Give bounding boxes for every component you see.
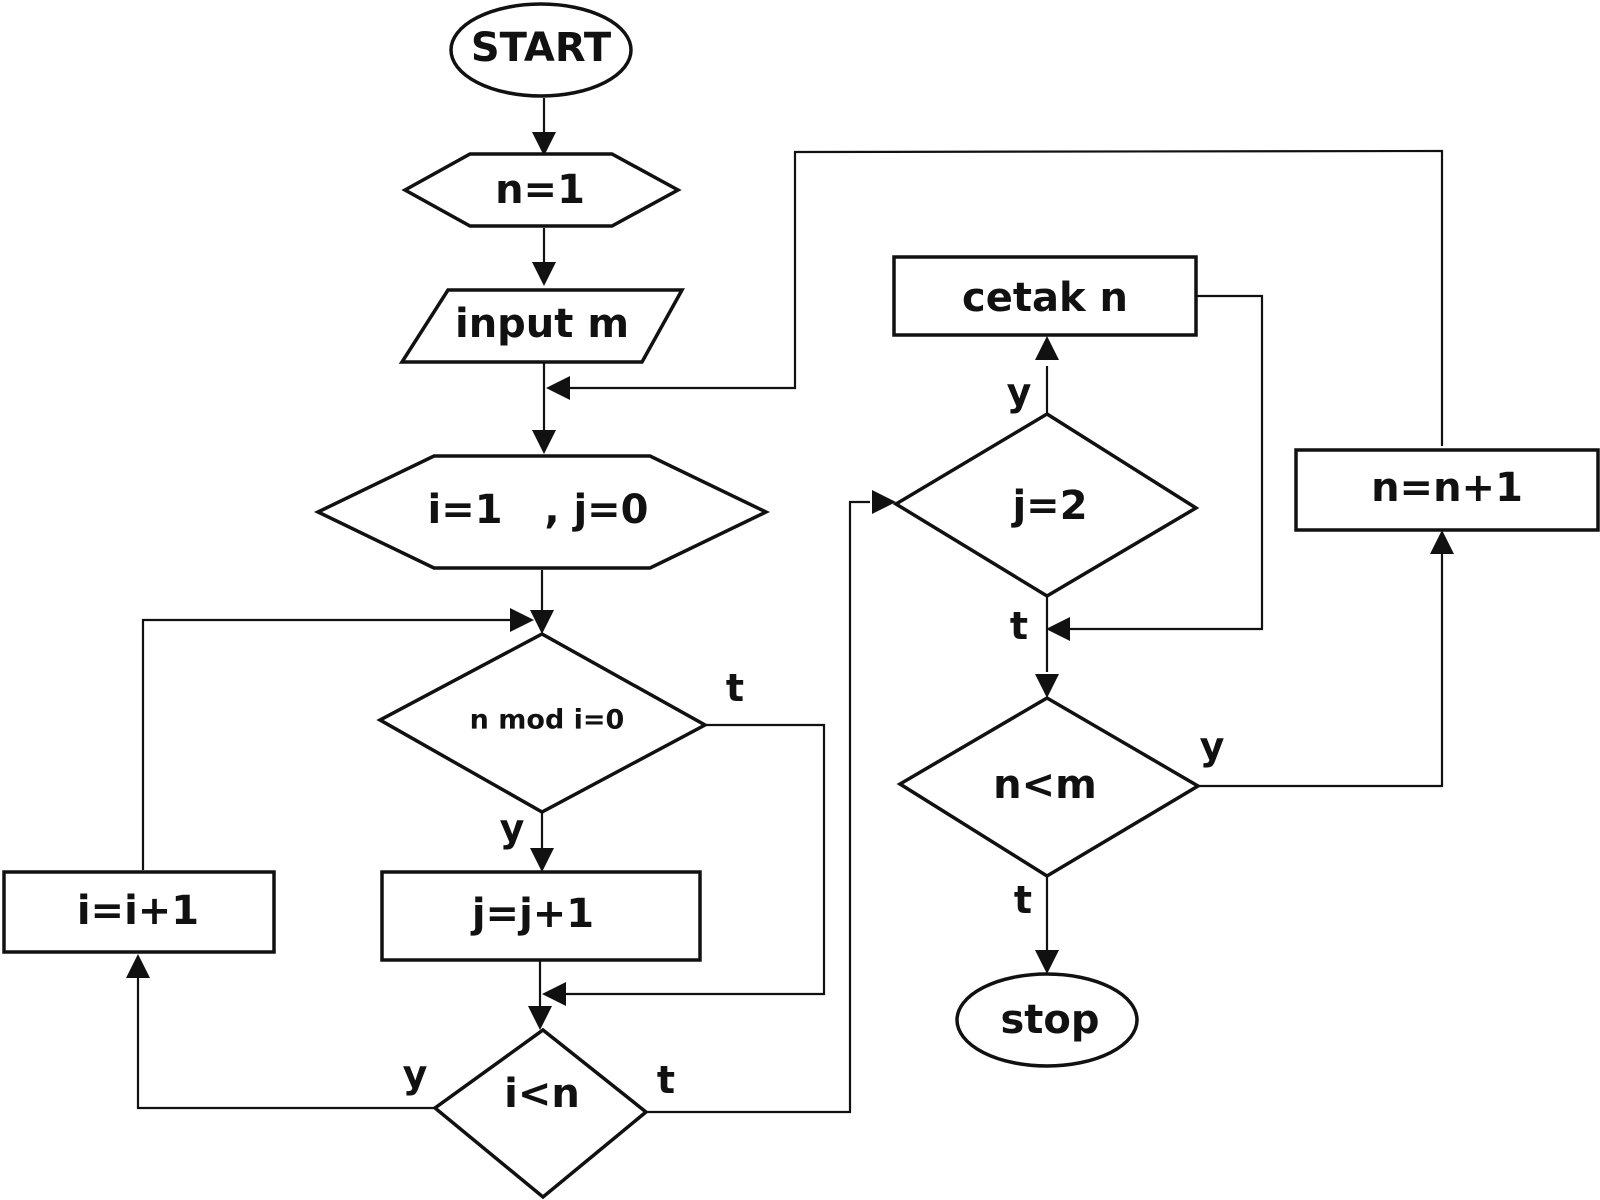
- arrowhead-down: [532, 132, 556, 156]
- edge-incn-loop-back: [566, 149, 1444, 446]
- arrowhead-left: [1046, 617, 1070, 641]
- arrowhead-down: [530, 610, 554, 634]
- arrowhead-up: [1035, 336, 1059, 360]
- branch-label-nm-yes: y: [1200, 724, 1225, 768]
- branch-label-mod-no: t: [726, 666, 744, 710]
- arrowhead-down: [1035, 674, 1059, 698]
- start-label: START: [471, 25, 612, 71]
- node-input: input m: [398, 288, 685, 364]
- inc-i-label: i=i+1: [77, 888, 199, 934]
- arrowhead-down: [530, 848, 554, 872]
- arrowhead-down: [1035, 950, 1059, 974]
- edge-in-yes-to-inci: [136, 978, 435, 1110]
- branch-label-j2-yes: y: [1007, 370, 1032, 414]
- node-print: cetak n: [892, 255, 1198, 337]
- cond-mod-label: n mod i=0: [470, 705, 625, 736]
- arrowhead-down: [532, 430, 556, 454]
- init-ij-preparation: [313, 454, 771, 570]
- edge-mod-no-merge: [560, 723, 826, 996]
- inc-n-label: n=n+1: [1371, 465, 1523, 511]
- branch-label-nm-no: t: [1014, 878, 1032, 922]
- inc-n-process: [1294, 448, 1600, 532]
- inc-j-label: j=j+1: [470, 891, 594, 937]
- node-cond-mod: n mod i=0: [376, 632, 709, 814]
- node-cond-nm: n<m: [896, 695, 1202, 879]
- input-label: input m: [455, 301, 629, 347]
- branch-label-in-yes: y: [403, 1052, 428, 1096]
- edge-nm-yes-to-incn: [1198, 548, 1444, 788]
- cond-in-decision: [432, 1027, 649, 1200]
- arrowhead-up: [126, 954, 150, 978]
- inc-i-process: [2, 870, 276, 954]
- stop-terminal: [955, 972, 1139, 1068]
- branch-label-mod-yes: y: [500, 806, 525, 850]
- start-terminal: [449, 2, 633, 98]
- node-inc-i: i=i+1: [2, 870, 276, 954]
- node-init-ij: i=1 , j=0: [313, 454, 771, 570]
- node-inc-j: j=j+1: [380, 870, 702, 962]
- cond-j2-decision: [892, 411, 1200, 599]
- cond-in-label: i<n: [504, 1071, 580, 1117]
- inc-j-process: [380, 870, 702, 962]
- cond-nm-decision: [896, 695, 1202, 879]
- connectors: [136, 98, 1444, 1114]
- edge-print-merge: [1068, 294, 1264, 631]
- edge-inci-loop-back: [141, 618, 520, 870]
- node-inc-n: n=n+1: [1294, 448, 1600, 532]
- arrowhead-right: [872, 490, 896, 514]
- init-ij-label: i=1 , j=0: [427, 487, 648, 533]
- init-n-preparation: [401, 152, 682, 228]
- node-stop: stop: [955, 972, 1139, 1068]
- edge-in-no-to-j2: [646, 500, 870, 1114]
- cond-nm-label: n<m: [993, 762, 1097, 808]
- print-process: [892, 255, 1198, 337]
- arrowhead-left: [546, 376, 570, 400]
- node-cond-in: i<n: [432, 1027, 649, 1200]
- arrowhead-down: [532, 262, 556, 286]
- cond-j2-label: j=2: [1010, 483, 1087, 529]
- cond-mod-decision: [376, 632, 709, 814]
- branch-label-j2-no: t: [1010, 604, 1028, 648]
- branch-label-in-no: t: [657, 1058, 675, 1102]
- branch-labels: t y y t y t y t: [403, 370, 1225, 1102]
- arrowhead-right: [510, 608, 534, 632]
- input-parallelogram: [398, 288, 685, 364]
- arrowhead-left: [542, 982, 566, 1006]
- stop-label: stop: [1000, 997, 1099, 1043]
- node-init-n: n=1: [401, 152, 682, 228]
- node-start: START: [449, 2, 633, 98]
- arrowhead-up: [1430, 530, 1454, 554]
- arrowhead-down: [528, 1006, 552, 1030]
- init-n-label: n=1: [495, 167, 585, 213]
- arrowheads: [126, 132, 1454, 1030]
- node-cond-j2: j=2: [892, 411, 1200, 599]
- print-label: cetak n: [962, 275, 1128, 321]
